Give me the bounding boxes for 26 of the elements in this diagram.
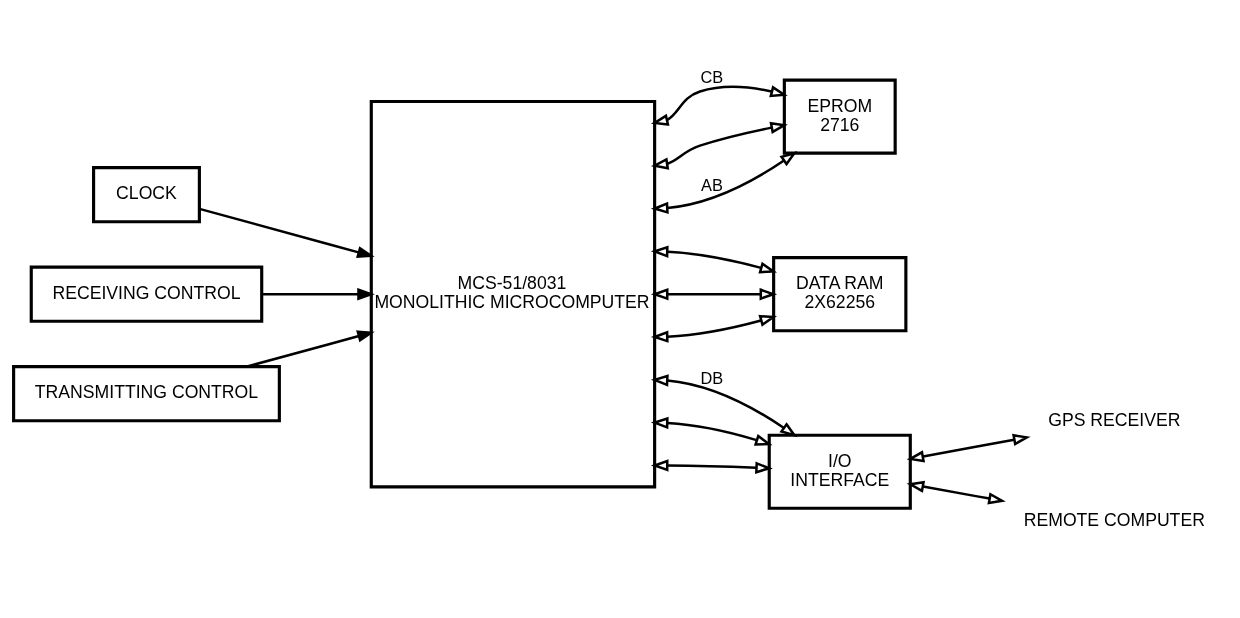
arrow xyxy=(650,288,778,301)
node-box: I/O INTERFACE xyxy=(767,433,912,510)
arrow xyxy=(246,330,375,368)
node-box: TRANSMITTING CONTROL xyxy=(12,365,281,423)
node-text: REMOTE COMPUTER xyxy=(1023,509,1205,530)
node-box: DATA RAM 2X62256 xyxy=(772,256,908,333)
arrow xyxy=(261,288,375,301)
arrow xyxy=(650,151,798,215)
edge-label: DB xyxy=(700,369,724,388)
arrow xyxy=(650,85,788,126)
node-box: CLOCK xyxy=(92,166,201,224)
arrow xyxy=(906,433,1031,463)
arrow xyxy=(650,374,798,438)
node-box: RECEIVING CONTROL xyxy=(29,265,264,323)
arrow xyxy=(199,207,375,259)
node-box: EPROM 2716 xyxy=(782,78,897,155)
arrow xyxy=(906,480,1006,505)
node-text: GPS RECEIVER xyxy=(1048,410,1181,431)
arrow xyxy=(650,459,773,474)
arrow xyxy=(650,121,788,170)
arrow xyxy=(650,245,778,274)
edge-label: AB xyxy=(701,176,723,195)
arrow xyxy=(650,314,778,343)
arrow xyxy=(650,416,773,446)
edge-label: CB xyxy=(700,68,724,87)
node-box: MCS-51/8031 MONOLITHIC MICROCOMPUTER xyxy=(369,99,657,489)
